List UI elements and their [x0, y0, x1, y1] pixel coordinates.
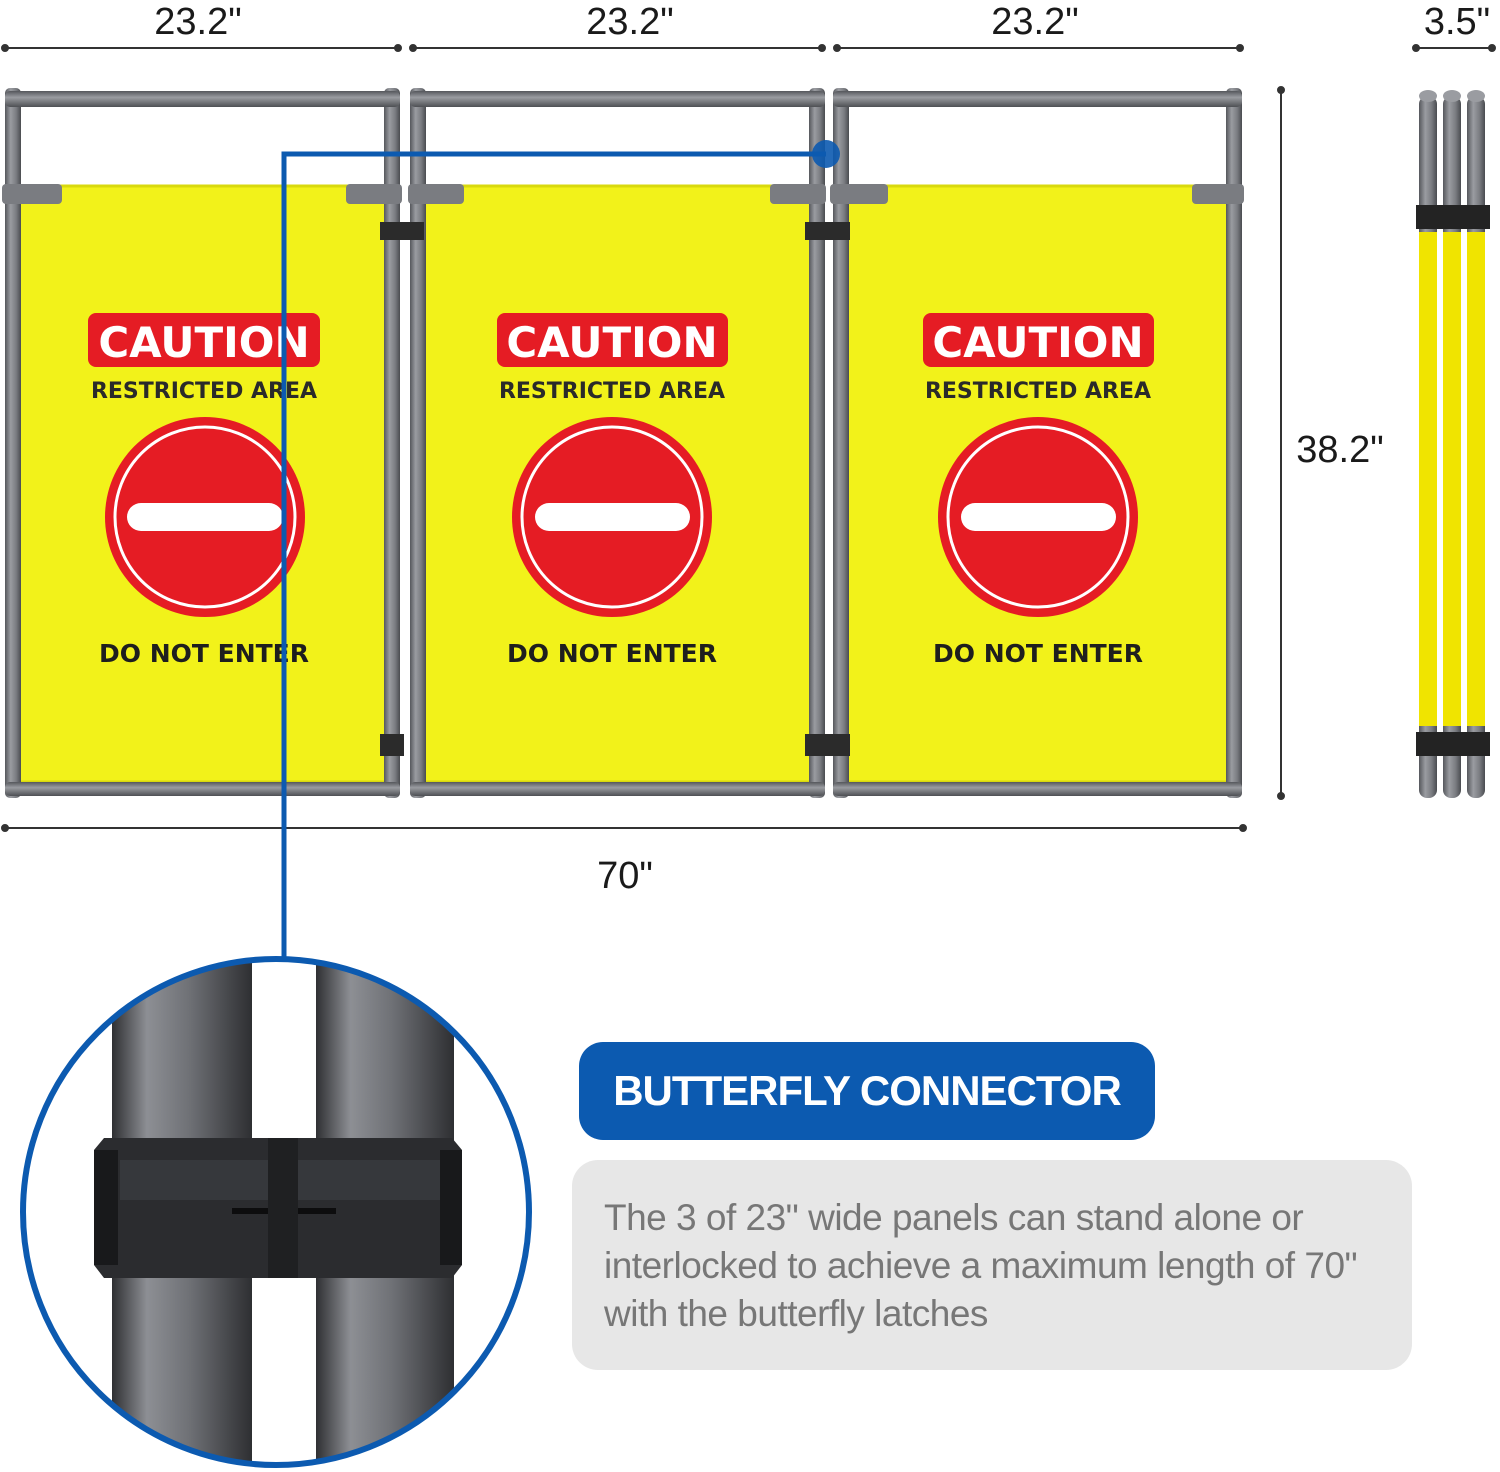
- frame-pipe: [5, 91, 400, 107]
- do-not-enter-text: DO NOT ENTER: [933, 639, 1143, 668]
- caution-header: [497, 313, 728, 367]
- panel-width-label: 23.2": [991, 1, 1078, 43]
- barrier-panel: CAUTION RESTRICTED AREA DO NOT ENTER: [826, 88, 1244, 798]
- dimension-lines: [1, 44, 1496, 832]
- caution-text: CAUTION: [98, 318, 309, 367]
- height-label: 38.2": [1296, 429, 1383, 471]
- feature-description: The 3 of 23" wide panels can stand alone…: [572, 1160, 1412, 1370]
- panel-width-label: 23.2": [154, 1, 241, 43]
- caution-text: CAUTION: [932, 318, 1143, 367]
- caution-header: [88, 313, 320, 367]
- folded-barrier: [1416, 90, 1490, 798]
- caution-text: CAUTION: [506, 318, 717, 367]
- frame-pipe: [410, 88, 426, 798]
- panel-width-label: 23.2": [586, 1, 673, 43]
- frame-pipe: [809, 88, 825, 798]
- restricted-area-text: RESTRICTED AREA: [925, 379, 1151, 404]
- folded-depth-label: 3.5": [1424, 1, 1490, 43]
- do-not-enter-text: DO NOT ENTER: [99, 639, 309, 668]
- frame-pipe: [384, 88, 400, 798]
- frame-pipe: [833, 91, 1242, 107]
- restricted-area-text: RESTRICTED AREA: [499, 379, 725, 404]
- frame-pipe: [833, 88, 849, 798]
- barrier-panel: CAUTION RESTRICTED AREA DO NOT ENTER: [2, 88, 404, 798]
- restricted-area-text: RESTRICTED AREA: [91, 379, 317, 404]
- frame-pipe: [410, 91, 825, 107]
- callout-line: [281, 140, 840, 958]
- total-length-label: 70": [597, 855, 653, 897]
- do-not-enter-text: DO NOT ENTER: [507, 639, 717, 668]
- butterfly-connector-closeup: [20, 956, 532, 1468]
- caution-header: [923, 313, 1154, 367]
- barrier-panel: CAUTION RESTRICTED AREA DO NOT ENTER: [400, 88, 829, 798]
- frame-pipe: [5, 88, 21, 798]
- butterfly-connector-title: BUTTERFLY CONNECTOR: [579, 1042, 1155, 1140]
- frame-pipe: [1226, 88, 1242, 798]
